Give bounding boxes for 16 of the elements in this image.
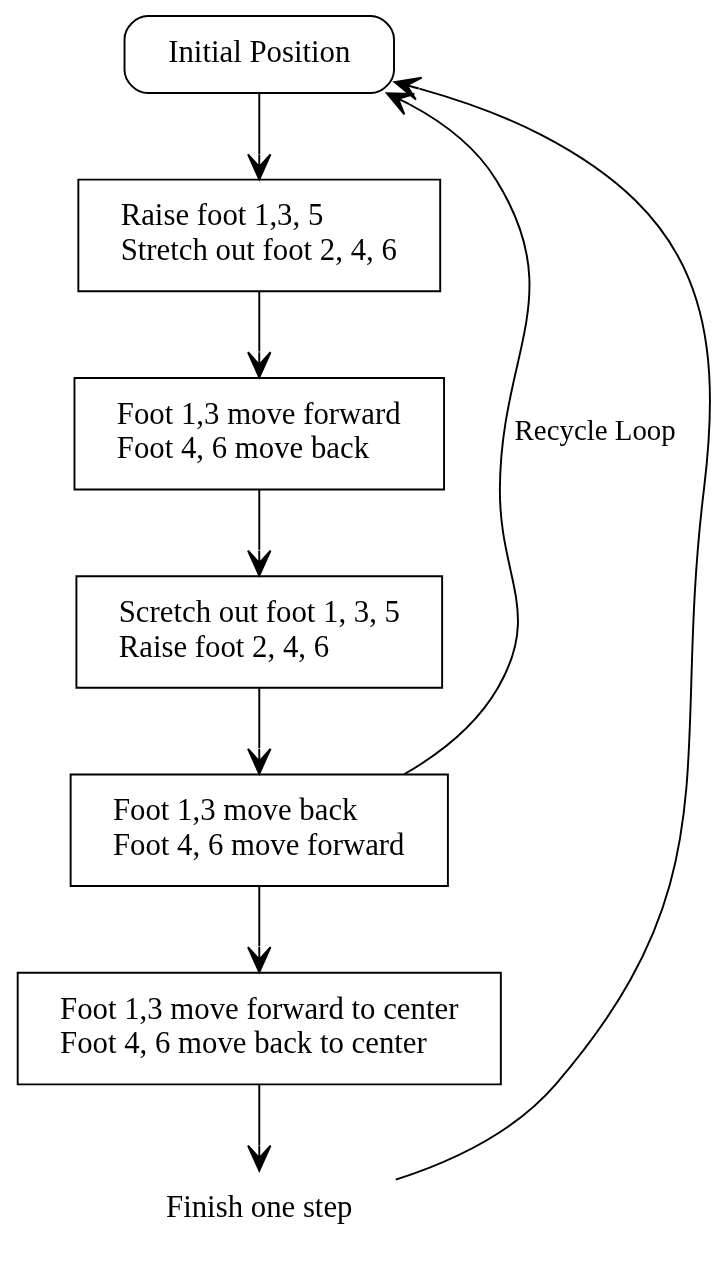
arrow (246, 687, 271, 775)
arrow (246, 92, 271, 181)
node-box: Scretch out foot 1, 3, 5 Raise foot 2, 4, 6 (74, 575, 443, 689)
arrow (393, 76, 711, 1181)
arrow (246, 1083, 271, 1172)
arrow (385, 92, 530, 776)
node-box: Foot 1,3 move forward to center Foot 4, 6 move back to center (16, 971, 502, 1086)
node-box: Raise foot 1,3, 5 Stretch out foot 2, 4, 6 (76, 178, 441, 293)
node-box: Foot 1,3 move back Foot 4, 6 move forward (69, 773, 449, 888)
edge-label: Recycle Loop (514, 414, 676, 447)
node-box: Initial Position (123, 15, 395, 94)
arrow (246, 488, 271, 577)
arrow (246, 885, 271, 973)
arrow (246, 290, 271, 379)
node-text: Finish one step (165, 1189, 352, 1224)
node-box: Foot 1,3 move forward Foot 4, 6 move back (73, 376, 445, 491)
